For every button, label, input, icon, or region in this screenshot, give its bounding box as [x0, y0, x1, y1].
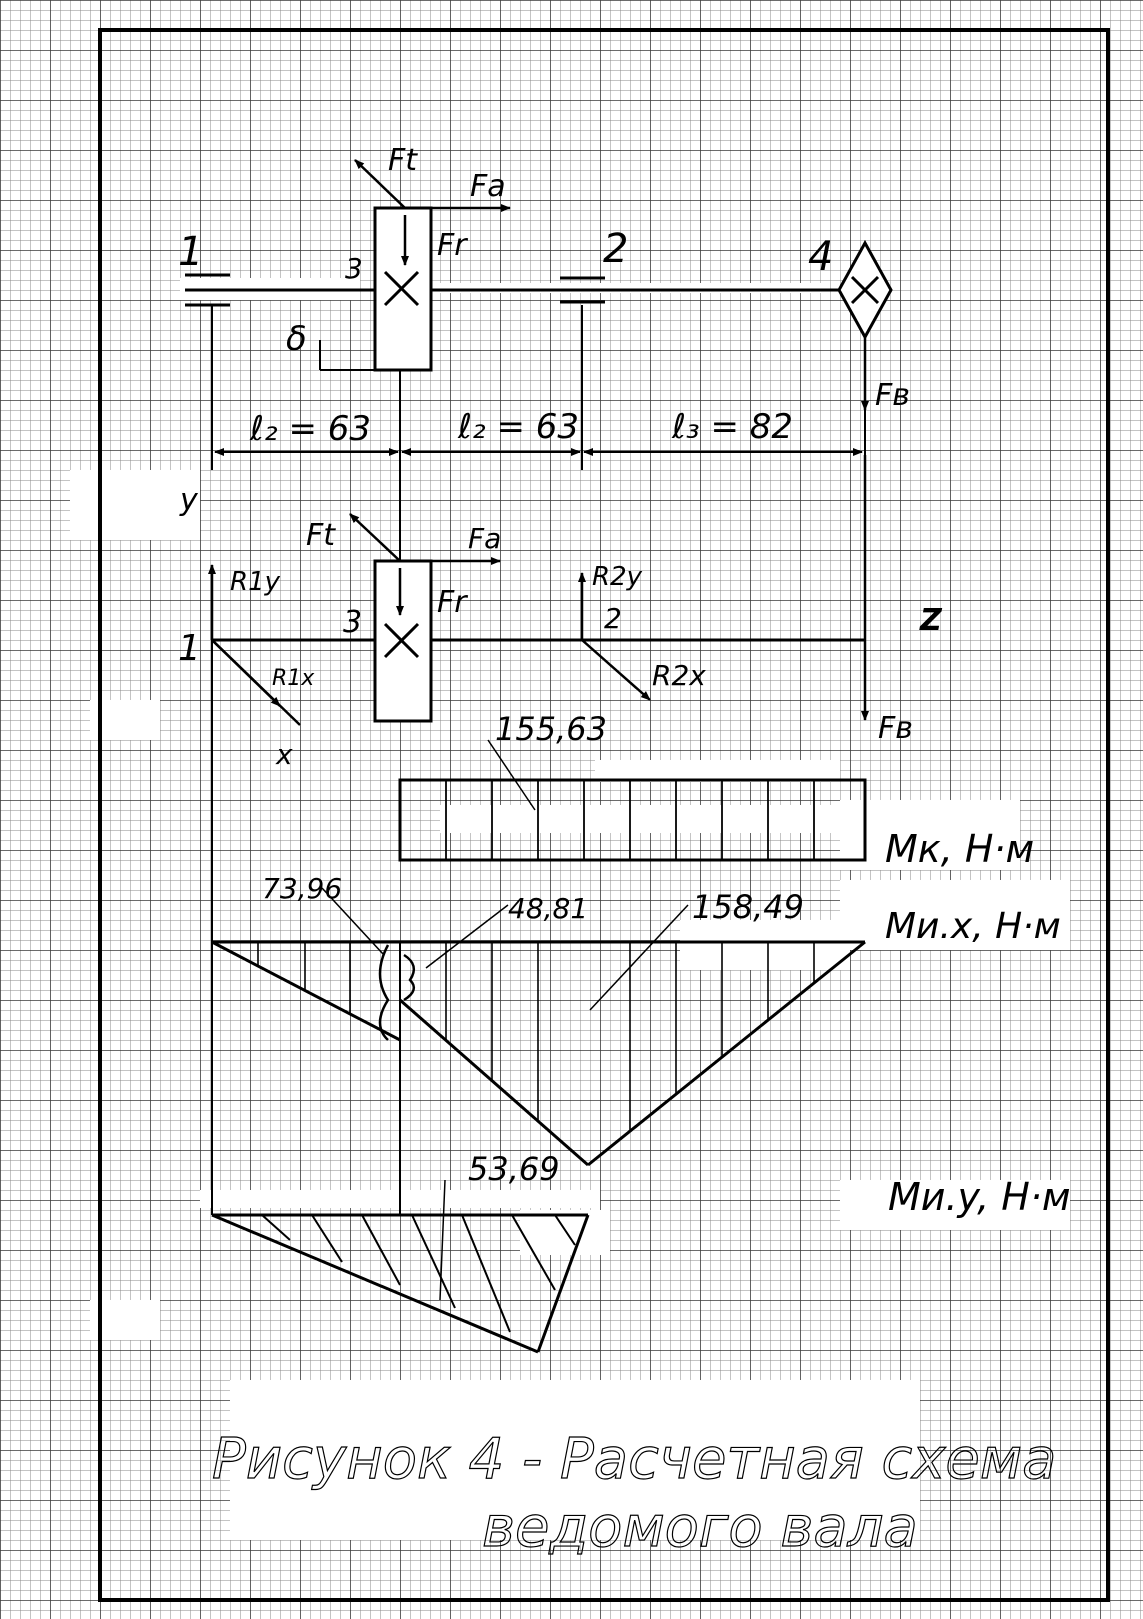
free-body-diagram	[208, 455, 869, 726]
label-ft-mid: Ft	[306, 518, 336, 553]
torque-value: 155,63	[495, 710, 607, 748]
bending-moment-x-diagram	[211, 887, 866, 1167]
label-point-4-top: 4	[808, 234, 833, 280]
assembly-view	[185, 206, 893, 720]
label-point-2-top: 2	[603, 226, 628, 272]
middle-force-arrows	[349, 513, 501, 616]
bending-moment-y-diagram	[211, 640, 590, 1354]
figure-caption-line-2: ведомого вала	[482, 1495, 918, 1560]
paper-blank-patches	[70, 278, 1070, 1540]
label-point-1-mid: 1	[178, 628, 201, 669]
label-fr-mid: Fr	[437, 585, 468, 620]
label-r1x: R1x	[272, 666, 315, 691]
dimension-l2-second: ℓ₂ = 63	[457, 407, 579, 447]
moment-y-diagram-label: Mи.y, Н·м	[888, 1175, 1071, 1219]
moment-x-diagram-label: Mи.x, Н·м	[885, 906, 1061, 947]
moment-x-value-c: 158,49	[692, 888, 804, 926]
label-delta: δ	[286, 319, 307, 359]
label-fr-top: Fr	[437, 228, 468, 263]
label-point-3-top: 3	[345, 252, 363, 285]
label-fa-mid: Fa	[468, 522, 501, 555]
dimension-l3: ℓ₃ = 82	[671, 407, 793, 447]
moment-y-value: 53,69	[468, 1150, 560, 1188]
label-fa-top: Fa	[470, 169, 506, 204]
label-z-axis: Z	[919, 603, 943, 638]
label-fv-mid: Fв	[878, 711, 913, 746]
torque-diagram-label: Mк, Н·м	[885, 827, 1034, 871]
label-y-axis: y	[179, 483, 199, 518]
sheet-frame	[98, 28, 1110, 1602]
top-force-arrows	[354, 159, 869, 411]
label-x-axis: x	[275, 738, 293, 771]
label-r2x: R2x	[652, 659, 706, 692]
moment-x-value-a: 73,96	[262, 872, 342, 905]
label-r2y: R2y	[592, 562, 643, 592]
figure-caption-line-1: Рисунок 4 - Расчетная схема	[212, 1427, 1056, 1492]
dimension-l2-first: ℓ₂ = 63	[249, 409, 371, 449]
torque-diagram	[398, 739, 867, 862]
label-fv-top: Fв	[875, 378, 910, 413]
moment-x-value-b: 48,81	[508, 892, 588, 925]
label-point-2-mid: 2	[604, 602, 622, 635]
label-ft-top: Ft	[388, 143, 418, 178]
label-point-1-top: 1	[178, 229, 203, 275]
label-r1y: R1y	[230, 567, 281, 597]
label-point-3-mid: 3	[343, 605, 362, 640]
